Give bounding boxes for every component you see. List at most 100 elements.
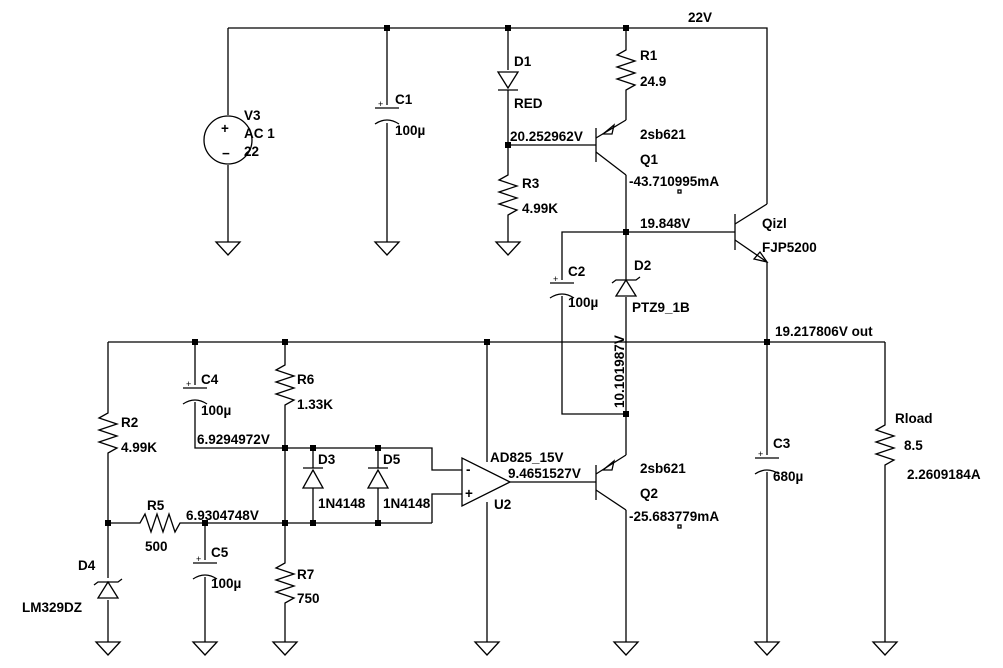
capacitor-c5: + C5 100µ bbox=[192, 545, 241, 591]
svg-text:+: + bbox=[378, 99, 383, 109]
c3-name: C3 bbox=[773, 436, 791, 451]
net-q1-base: 20.252962V bbox=[510, 129, 583, 144]
net-labels: 22V 20.252962V 19.848V 19.217806V out 6.… bbox=[186, 10, 873, 523]
resistor-r5: R5 500 bbox=[135, 498, 182, 554]
svg-text:+: + bbox=[196, 554, 201, 564]
resistor-icon bbox=[496, 170, 520, 220]
capacitor-c2: + C2 100µ bbox=[549, 264, 598, 310]
ground-icon bbox=[753, 641, 781, 656]
net-output: 19.217806V out bbox=[775, 324, 873, 339]
u2-model: AD825_15V bbox=[490, 450, 564, 465]
d1-value: RED bbox=[514, 96, 543, 111]
rload-name: Rload bbox=[895, 411, 933, 426]
ground-icon bbox=[94, 641, 122, 656]
opamp-noninverting-sign: + bbox=[465, 486, 473, 501]
zener-diode-icon bbox=[614, 278, 638, 297]
opamp-icon bbox=[461, 456, 512, 508]
q2-model: 2sb621 bbox=[640, 461, 686, 476]
resistor-icon bbox=[96, 408, 120, 458]
d1-name: D1 bbox=[514, 54, 532, 69]
c4-name: C4 bbox=[201, 372, 219, 387]
zener-d4: D4 LM329DZ bbox=[22, 558, 123, 615]
c5-name: C5 bbox=[211, 545, 229, 560]
r2-value: 4.99K bbox=[121, 440, 157, 455]
d2-value: PTZ9_1B bbox=[632, 300, 690, 315]
d2-name: D2 bbox=[634, 258, 651, 273]
net-q1-emitter: 19.848V bbox=[640, 216, 690, 231]
r3-value: 4.99K bbox=[522, 201, 558, 216]
minus-sign: − bbox=[222, 146, 230, 161]
diode-d3: D3 1N4148 bbox=[301, 452, 366, 511]
resistor-r2: R2 4.99K bbox=[96, 408, 157, 458]
ground-symbols bbox=[94, 241, 899, 656]
resistor-icon bbox=[273, 360, 297, 410]
r2-name: R2 bbox=[121, 415, 138, 430]
capacitor-c4: + C4 100µ bbox=[182, 372, 231, 418]
junctions bbox=[105, 25, 770, 526]
r6-name: R6 bbox=[297, 372, 315, 387]
resistor-r6: R6 1.33K bbox=[273, 360, 333, 412]
ground-icon bbox=[271, 641, 299, 656]
diode-icon bbox=[366, 468, 390, 489]
r1-name: R1 bbox=[640, 48, 658, 63]
rload-current: 2.2609184A bbox=[907, 467, 981, 482]
q1-model: 2sb621 bbox=[640, 127, 686, 142]
resistor-r1: R1 24.9 bbox=[614, 45, 666, 95]
v3-name: V3 bbox=[244, 108, 261, 123]
ac-source-icon bbox=[203, 115, 253, 165]
svg-text:+: + bbox=[553, 274, 558, 284]
ground-icon bbox=[191, 641, 219, 656]
r6-value: 1.33K bbox=[297, 397, 333, 412]
led-icon bbox=[496, 71, 520, 90]
plus-sign: + bbox=[221, 121, 229, 136]
zener-d2: D2 PTZ9_1B bbox=[611, 258, 690, 315]
svg-text:+: + bbox=[186, 379, 191, 389]
resistor-icon bbox=[135, 511, 182, 535]
net-q2-base: 9.4651527V bbox=[508, 466, 581, 481]
resistor-r3: R3 4.99K bbox=[496, 170, 558, 220]
q2-name: Q2 bbox=[640, 486, 658, 501]
q1-current: -43.710995mA bbox=[629, 174, 719, 189]
c1-value: 100µ bbox=[395, 123, 425, 138]
net-zener-drop: 10.101987V bbox=[612, 335, 627, 408]
d3-value: 1N4148 bbox=[318, 496, 366, 511]
q2-current: -25.683779mA bbox=[629, 509, 719, 524]
c5-value: 100µ bbox=[211, 576, 241, 591]
wires bbox=[107, 27, 886, 642]
resistor-icon bbox=[873, 420, 897, 470]
diode-d5: D5 1N4148 bbox=[366, 452, 431, 511]
net-ref-top: 6.9294972V bbox=[197, 432, 270, 447]
svg-text:+: + bbox=[758, 449, 763, 459]
diode-d1: D1 RED bbox=[496, 54, 543, 111]
v3-value: 22 bbox=[244, 144, 259, 159]
qizl-name: Qizl bbox=[762, 216, 787, 231]
v3-type: AC 1 bbox=[244, 126, 275, 141]
r3-name: R3 bbox=[522, 176, 540, 191]
diode-icon bbox=[301, 468, 325, 489]
r5-value: 500 bbox=[145, 539, 168, 554]
c3-value: 680µ bbox=[773, 469, 803, 484]
qizl-model: FJP5200 bbox=[762, 240, 817, 255]
r7-name: R7 bbox=[297, 567, 314, 582]
d5-name: D5 bbox=[383, 452, 401, 467]
ground-icon bbox=[373, 241, 401, 256]
c2-value: 100µ bbox=[568, 295, 598, 310]
r7-value: 750 bbox=[297, 591, 320, 606]
c2-name: C2 bbox=[568, 264, 585, 279]
r1-value: 24.9 bbox=[640, 74, 666, 89]
ground-icon bbox=[612, 641, 640, 656]
ground-icon bbox=[214, 241, 242, 256]
d3-name: D3 bbox=[318, 452, 336, 467]
d4-name: D4 bbox=[78, 558, 96, 573]
ground-icon bbox=[473, 641, 501, 656]
resistor-icon bbox=[273, 558, 297, 608]
rload-value: 8.5 bbox=[904, 438, 923, 453]
opamp-u2: - + AD825_15V U2 bbox=[461, 450, 564, 512]
c1-name: C1 bbox=[395, 92, 413, 107]
capacitor-c3: + C3 680µ bbox=[754, 436, 803, 484]
resistor-rload: Rload 8.5 2.2609184A bbox=[873, 411, 981, 482]
net-ref-mid: 6.9304748V bbox=[186, 508, 259, 523]
resistor-icon bbox=[614, 45, 638, 95]
q1-name: Q1 bbox=[640, 152, 659, 167]
ground-icon bbox=[494, 241, 522, 256]
